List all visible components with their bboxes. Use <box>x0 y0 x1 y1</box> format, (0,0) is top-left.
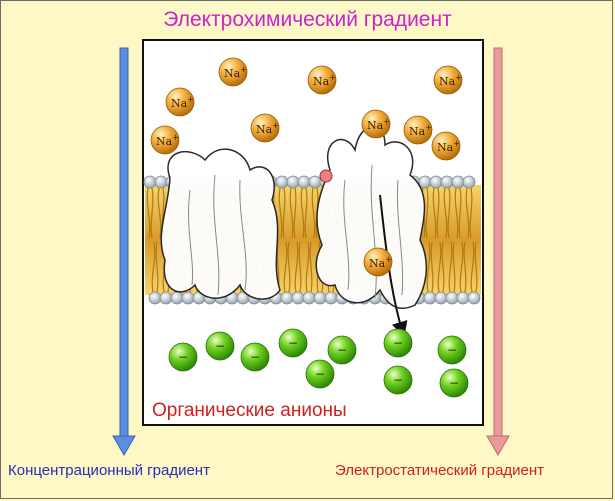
lipid-head <box>468 292 480 304</box>
lipid-head <box>281 292 293 304</box>
anion: − <box>328 336 356 364</box>
concentration-gradient-label: Концентрационный градиент <box>8 462 210 479</box>
sodium-ion: Na+ <box>151 126 179 154</box>
lipid-head <box>144 176 156 188</box>
lipid-head <box>276 176 288 188</box>
lipid-head <box>446 292 458 304</box>
svg-text:−: − <box>215 339 225 353</box>
lipid-head <box>182 292 194 304</box>
channel-protein-right <box>316 126 426 308</box>
svg-text:−: − <box>178 350 188 364</box>
svg-text:−: − <box>315 367 325 381</box>
anion: − <box>169 343 197 371</box>
diagram-title: Электрохимический градиент <box>0 8 615 32</box>
sodium-ion: Na+ <box>362 110 390 138</box>
sodium-ion: Na+ <box>308 66 336 94</box>
anion: − <box>306 360 334 388</box>
lipid-head <box>452 176 464 188</box>
svg-text:−: − <box>393 373 403 387</box>
lipid-head <box>325 292 337 304</box>
anion: − <box>438 336 466 364</box>
svg-text:−: − <box>337 343 347 357</box>
lipid-head <box>298 176 310 188</box>
anion: − <box>206 332 234 360</box>
sodium-ion: Na+ <box>166 88 194 116</box>
lipid-head <box>171 292 183 304</box>
lipid-head <box>160 292 172 304</box>
anion: − <box>241 343 269 371</box>
sodium-ion: Na+ <box>432 132 460 160</box>
lipid-head <box>149 292 161 304</box>
sodium-ion: Na+ <box>434 66 462 94</box>
sodium-ion: Na+ <box>404 116 432 144</box>
lipid-head <box>430 176 442 188</box>
anion: − <box>440 369 468 397</box>
lipid-head <box>314 292 326 304</box>
lipid-head <box>419 176 431 188</box>
lipid-head <box>463 176 475 188</box>
lipid-head <box>457 292 469 304</box>
lipid-head <box>424 292 436 304</box>
svg-text:−: − <box>393 336 403 350</box>
anion: − <box>384 329 412 357</box>
lipid-head <box>155 176 167 188</box>
svg-text:−: − <box>250 350 260 364</box>
sodium-ion: Na+ <box>219 58 247 86</box>
sodium-ion: Na+ <box>251 114 279 142</box>
lipid-head <box>441 176 453 188</box>
svg-text:−: − <box>449 376 459 390</box>
anion: − <box>279 329 307 357</box>
svg-text:−: − <box>447 343 457 357</box>
sodium-ion: Na+ <box>364 248 392 276</box>
binding-site <box>320 170 332 182</box>
svg-text:−: − <box>288 336 298 350</box>
channel-protein-left <box>161 149 280 299</box>
lipid-head <box>309 176 321 188</box>
anions-label: Органические анионы <box>152 400 347 421</box>
electrostatic-gradient-arrow <box>487 48 509 455</box>
anion: − <box>384 366 412 394</box>
lipid-head <box>303 292 315 304</box>
electrostatic-gradient-label: Электростатический градиент <box>335 462 544 479</box>
lipid-head <box>292 292 304 304</box>
lipid-head <box>287 176 299 188</box>
lipid-head <box>435 292 447 304</box>
concentration-gradient-arrow <box>113 48 135 455</box>
